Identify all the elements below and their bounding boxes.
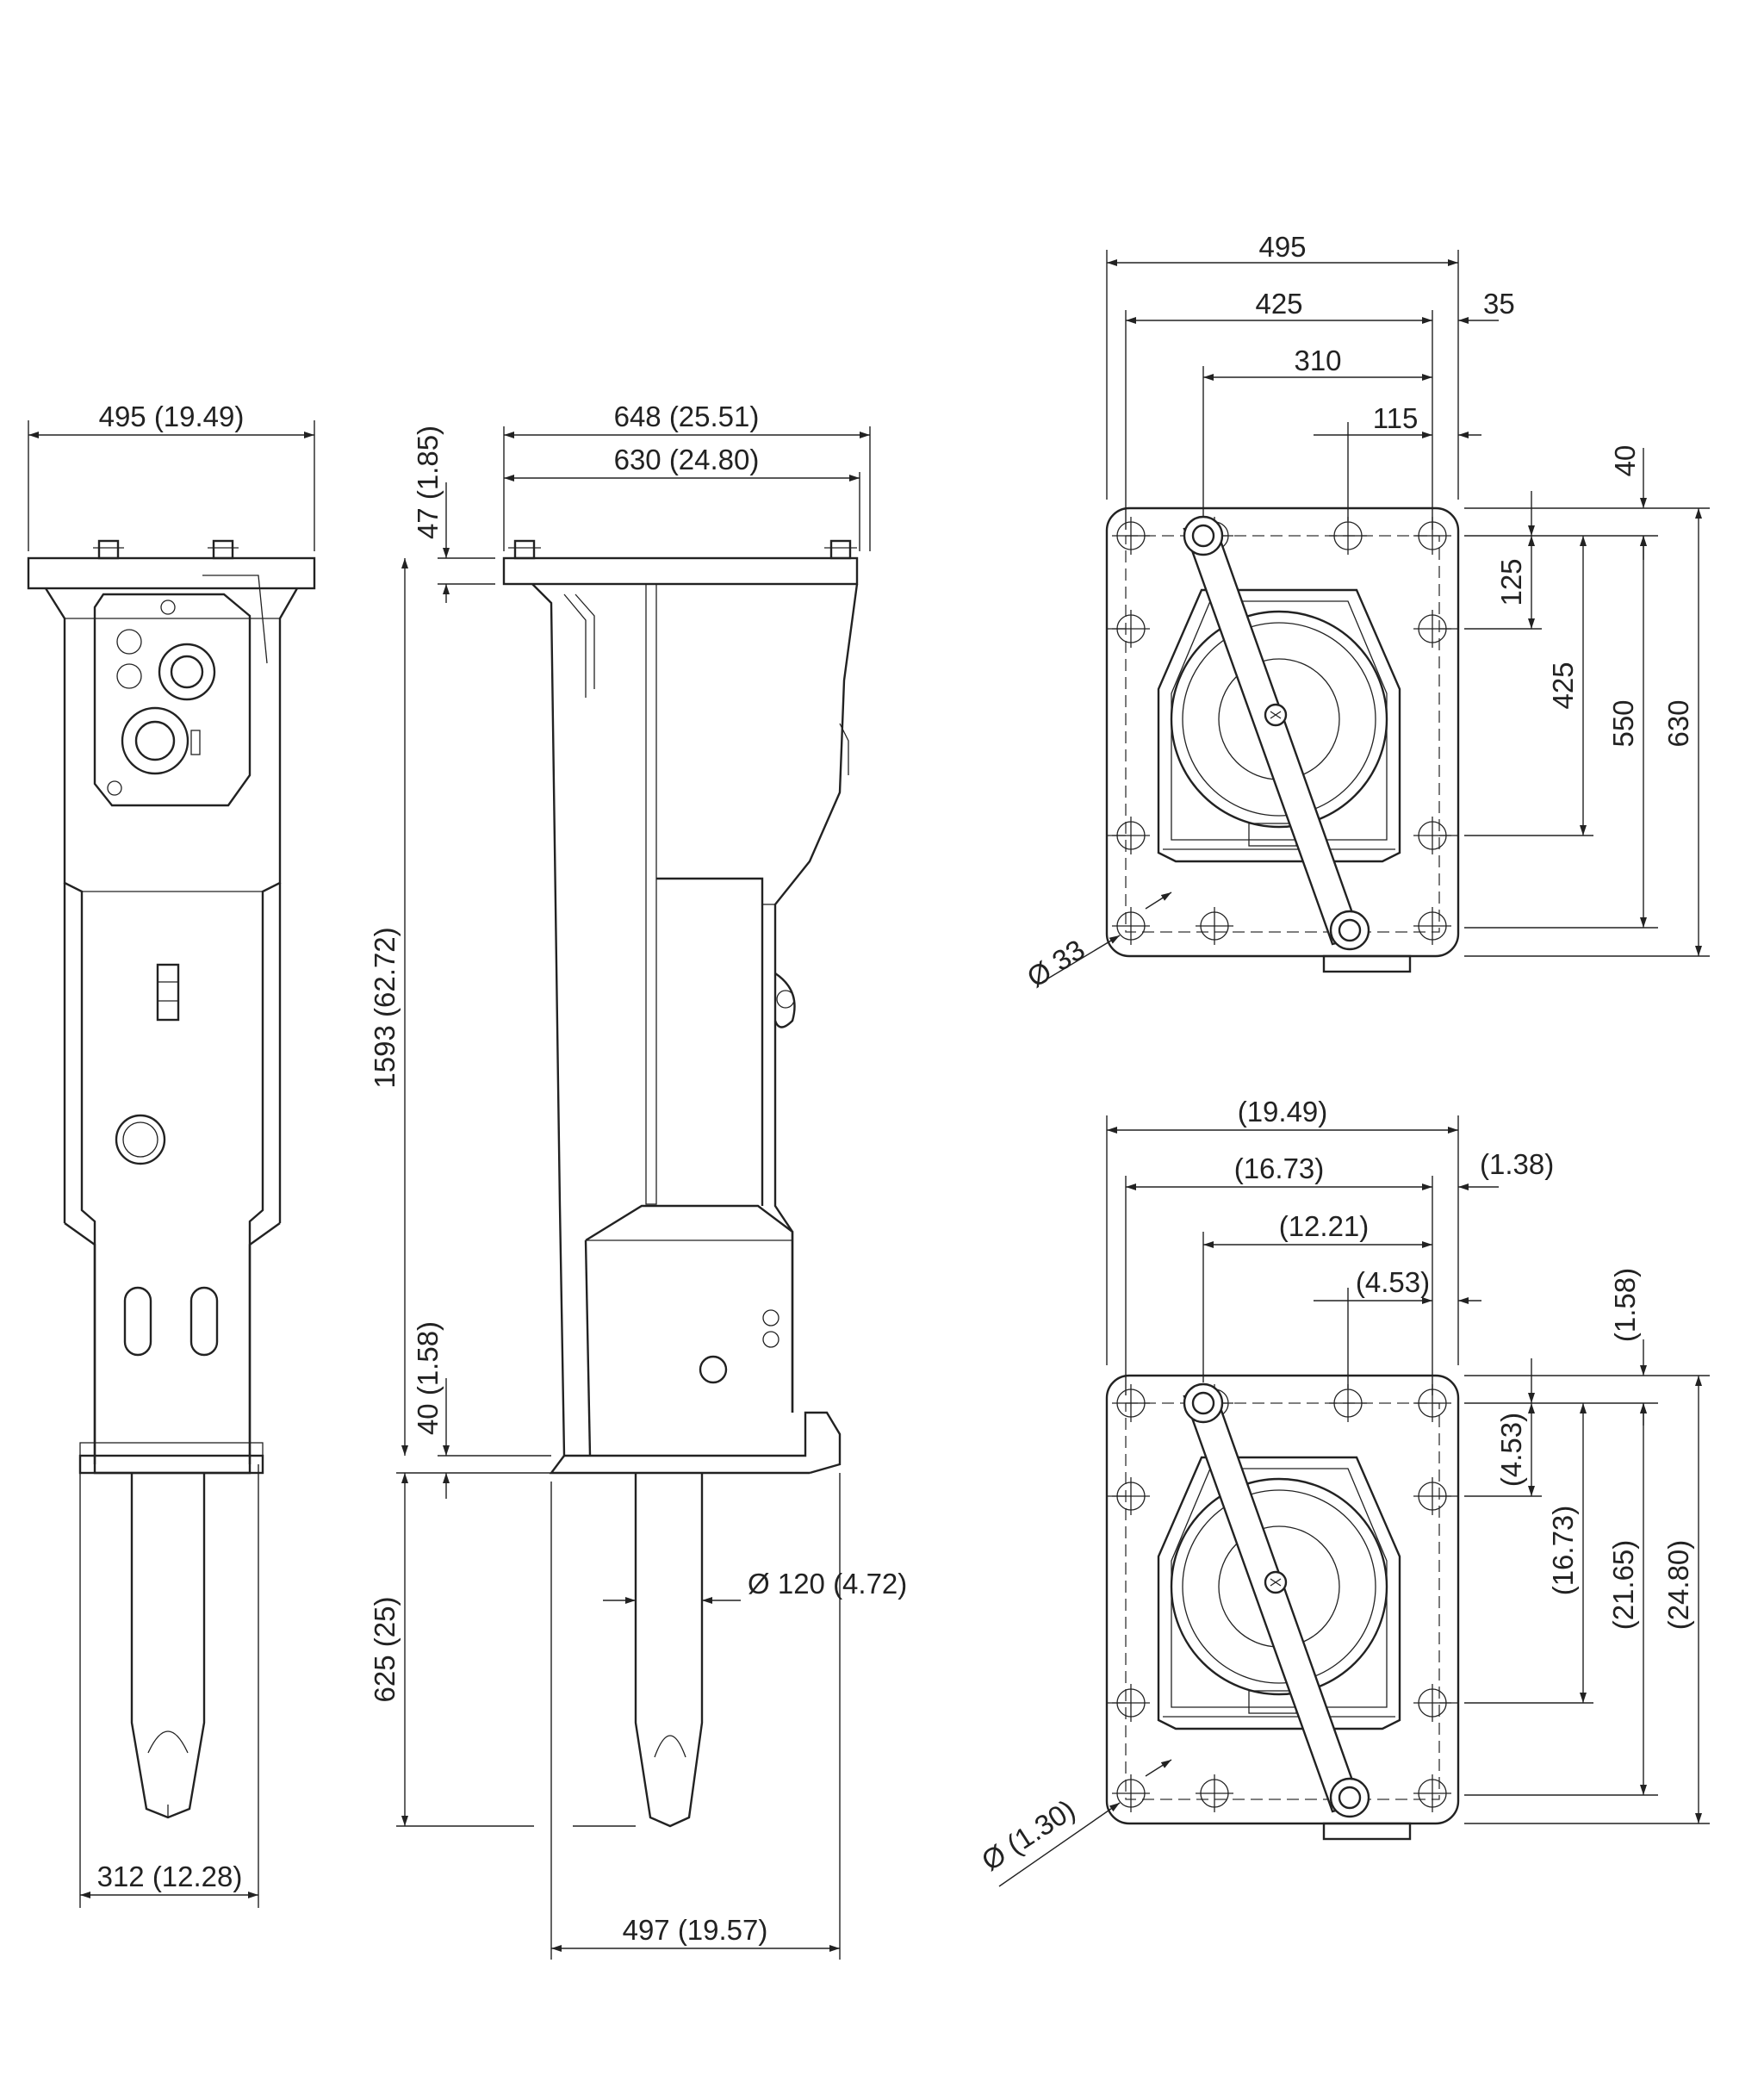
in-w453-label: (4.53) (1356, 1266, 1430, 1298)
in-h2480-label: (24.80) (1662, 1540, 1694, 1631)
mm-w425-label: 425 (1255, 288, 1302, 320)
side-body-height-label: 1593 (62.72) (369, 927, 401, 1088)
side-base-plate-height-label: 40 (1.58) (412, 1321, 444, 1435)
mm-w310-label: 310 (1294, 345, 1341, 376)
mm-h630-label: 630 (1662, 699, 1694, 747)
side-view (502, 539, 859, 1828)
front-view-dims: 495 (19.49) 312 (12.28) (28, 401, 315, 1908)
in-w1673-label: (16.73) (1234, 1152, 1325, 1184)
plate-view-mm (1107, 508, 1458, 972)
front-top-width-label: 495 (19.49) (99, 401, 245, 432)
in-h1673-label: (16.73) (1547, 1506, 1579, 1596)
mm-hole-dia-label: Ø 33 (1022, 933, 1090, 993)
side-base-width-label: 497 (19.57) (623, 1914, 768, 1946)
in-h453-label: (4.53) (1495, 1413, 1527, 1487)
front-view (27, 539, 316, 1819)
in-hole-dia-label: Ø (1.30) (976, 1793, 1081, 1877)
side-body-width-label: 630 (24.80) (614, 444, 760, 475)
mm-w495-label: 495 (1258, 231, 1306, 263)
side-view-dims: 648 (25.51) 630 (24.80) 47 (1.85) 1593 (… (369, 401, 907, 1960)
mm-h550-label: 550 (1607, 699, 1639, 747)
side-top-plate-height-label: 47 (1.85) (412, 426, 444, 539)
plate-view-in (1107, 1376, 1458, 1839)
plate-view-in-dims: (19.49) (16.73) (1.38) (12.21) (4.53) (1… (976, 1096, 1710, 1887)
in-h2165-label: (21.65) (1607, 1540, 1639, 1631)
mm-w35-label: 35 (1483, 288, 1515, 320)
mm-h125-label: 125 (1495, 558, 1527, 606)
in-w138-label: (1.38) (1480, 1148, 1554, 1180)
in-w1221-label: (12.21) (1279, 1210, 1370, 1242)
mm-h40-label: 40 (1609, 445, 1641, 477)
mm-h425-label: 425 (1547, 662, 1579, 709)
side-tool-diameter-label: Ø 120 (4.72) (748, 1568, 907, 1600)
side-plate-width-label: 648 (25.51) (614, 401, 760, 432)
in-h158-label: (1.58) (1609, 1268, 1641, 1342)
side-tool-length-label: 625 (25) (369, 1597, 401, 1703)
front-bottom-width-label: 312 (12.28) (97, 1861, 243, 1892)
in-w1949-label: (19.49) (1238, 1096, 1328, 1128)
mm-w115-label: 115 (1373, 402, 1419, 434)
